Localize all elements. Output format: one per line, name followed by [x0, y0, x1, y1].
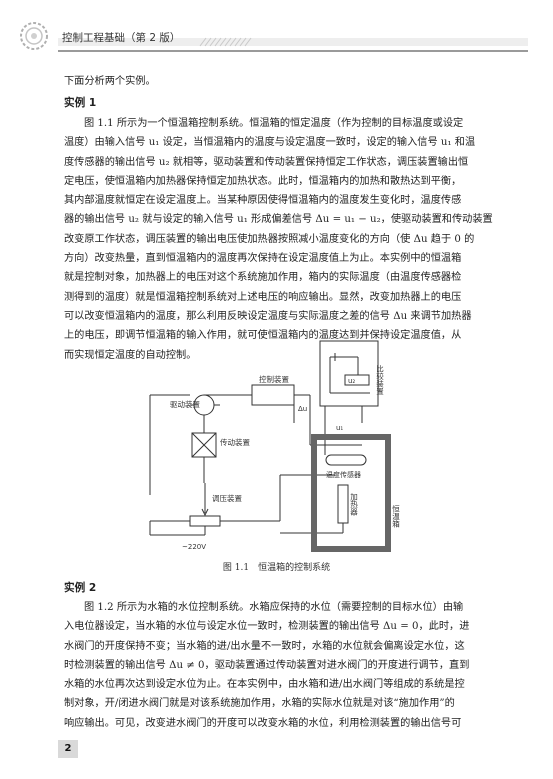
label-heater: 加热器: [349, 492, 358, 517]
figure-caption: 图 1.1 恒温箱的控制系统: [222, 563, 331, 573]
paragraph-line: 图 1.2 所示为水箱的水位控制系统。水箱应保持的水位（需要控制的目标水位）由输: [84, 602, 464, 613]
paragraph-line: 改变原工作状态，调压装置的输出电压使加热器按照减小温度变化的方向（使 Δu 趋于…: [64, 233, 475, 245]
intro-line: 下面分析两个实例。: [64, 76, 156, 87]
oven-box: [311, 434, 391, 552]
paragraph-line: 测得到的温度）就是恒温箱控制系统对上述电压的响应输出。显然，改变加热器上的电压: [64, 291, 462, 303]
label-sensor: 温度传感器: [326, 470, 361, 479]
running-header-title: 控制工程基础（第 2 版）: [62, 32, 181, 44]
paragraph-line: 度传感器的输出信号 u₂ 就相等，驱动装置和传动装置保持恒定工作状态，调压装置输…: [64, 156, 469, 168]
paragraph-line: 水箱的水位再次达到设定水位为止。在本实例中，由水箱和进/出水阀门等组成的系统是控: [64, 679, 465, 691]
heater-element: [337, 484, 349, 524]
figure-1-1-diagram: 比较装置 u₂ 控制装置 Δu u₁ 驱动装置 传动装置 温度传感器 调压装置 …: [149, 340, 401, 552]
paragraph-line: 温度）由输入信号 u₁ 设定，当恒温箱内的温度与设定温度一致时，设定的输入信号 …: [64, 137, 476, 149]
label-regulator: 调压装置: [212, 493, 242, 503]
paragraph-line: 器的输出信号 u₂ 就与设定的输入信号 u₁ 形成偏差信号 Δu = u₁ − …: [64, 214, 493, 226]
paragraph-line: 方向）改变热量，直到恒温箱内的温度再次保持在设定温度值上为止。本实例中的恒温箱: [64, 253, 462, 265]
paragraph-line: 就是控制对象，加热器上的电压对这个系统施加作用，箱内的实际温度（由温度传感器检: [64, 272, 462, 284]
label-drive-device: 驱动装置: [170, 399, 200, 409]
label-compare: 比较装置: [375, 364, 384, 396]
paragraph-line: 响应输出。可见，改变进水阀门的开度可以改变水箱的水位，利用检测装置的输出信号可: [64, 717, 462, 729]
example2-heading: 实例 2: [64, 582, 97, 594]
example1-paragraph: 图 1.1 所示为一个恒温箱控制系统。恒温箱的恒定温度（作为控制的目标温度或设定…: [64, 114, 510, 365]
label-oven: 恒温箱: [391, 504, 400, 529]
compare-device-box: [319, 340, 379, 407]
paragraph-line: 而实现恒定温度的自动控制。: [64, 349, 197, 361]
label-u2: u₂: [348, 377, 355, 385]
gear-logo-icon: [20, 22, 48, 50]
paragraph-line: 制对象，开/闭进水阀门就是对该系统施加作用，水箱的实际水位就是对该“施加作用”的: [64, 698, 455, 710]
label-u1: u₁: [336, 424, 343, 432]
label-transmission: 传动装置: [220, 437, 250, 447]
label-control-device: 控制装置: [259, 374, 289, 384]
example2-paragraph: 图 1.2 所示为水箱的水位控制系统。水箱应保持的水位（需要控制的目标水位）由输…: [64, 598, 510, 733]
paragraph-line: 定电压，使恒温箱内加热器保持恒定加热状态。此时，恒温箱内的加热和散热达到平衡，: [64, 175, 462, 187]
paragraph-line: 上的电压，即调节恒温箱的输入作用，就可使恒温箱内的温度达到并保持设定温度值，从: [64, 330, 462, 342]
paragraph-line: 时检测装置的输出信号 Δu ≠ 0，驱动装置通过传动装置对进水阀门的开度进行调节…: [64, 659, 470, 671]
paragraph-line: 可以改变恒温箱内的温度，那么利用反映设定温度与实际温度之差的信号 Δu 来调节加…: [64, 310, 472, 322]
header-rule: [58, 50, 528, 52]
page-number: 2: [58, 740, 78, 758]
control-device-box: [251, 384, 295, 406]
paragraph-line: 图 1.1 所示为一个恒温箱控制系统。恒温箱的恒定温度（作为控制的目标温度或设定: [84, 118, 464, 129]
paragraph-line: 水阀门的开度保持不变；当水箱的进/出水量不一致时，水箱的水位就会偏离设定水位，这: [64, 640, 465, 652]
label-supply: ~220V: [182, 543, 206, 551]
header-decoration: [58, 37, 528, 47]
paragraph-line: 入电位器设定，当水箱的水位与设定水位一致时，检测装置的输出信号 Δu = 0，此…: [64, 621, 470, 633]
intro-paragraph: 下面分析两个实例。: [64, 72, 510, 91]
paragraph-line: 其内部温度就恒定在设定温度上。当某种原因使得恒温箱内的温度发生变化时，温度传感: [64, 195, 462, 207]
example1-heading: 实例 1: [64, 97, 97, 109]
label-delta-u: Δu: [298, 405, 307, 413]
